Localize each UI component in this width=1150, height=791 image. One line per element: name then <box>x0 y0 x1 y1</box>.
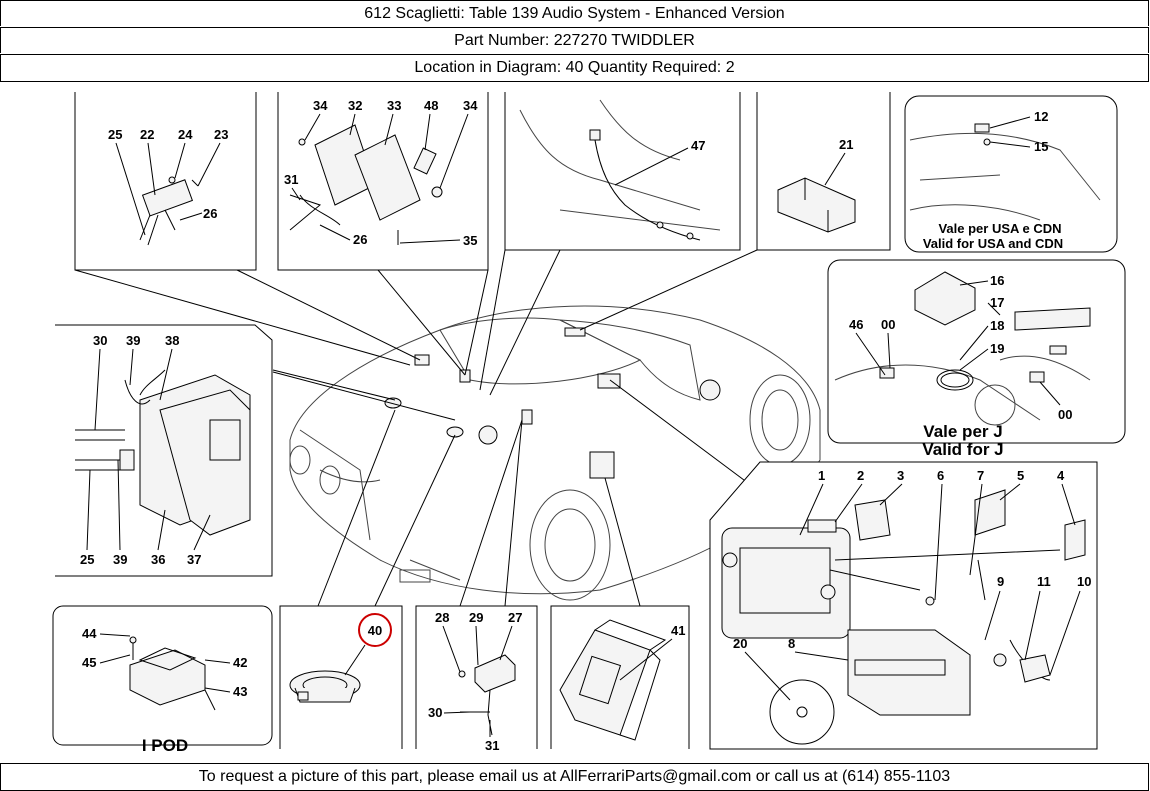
callout-25b: 25 <box>80 552 94 567</box>
panel-p2 <box>277 92 489 271</box>
diagram-location: Location in Diagram: 40 Quantity Require… <box>0 54 1149 82</box>
note-usa-en: Valid for USA and CDN <box>923 236 1063 251</box>
callout-33: 33 <box>387 98 401 113</box>
callout-34b: 34 <box>463 98 478 113</box>
panel-p8 <box>709 461 1098 750</box>
callout-21: 21 <box>839 137 853 152</box>
panel-p6 <box>827 259 1126 444</box>
part-number: Part Number: 227270 TWIDDLER <box>0 27 1149 53</box>
callout-18: 18 <box>990 318 1004 333</box>
car-illustration <box>289 305 821 601</box>
note-j-it: Vale per J <box>923 422 1002 441</box>
callout-labels: 25 22 24 23 26 34 32 33 48 34 31 26 35 4… <box>80 98 1091 755</box>
panel-p10 <box>279 605 403 749</box>
leader-lines <box>74 249 761 607</box>
footer-contact: To request a picture of this part, pleas… <box>0 763 1149 791</box>
callout-48: 48 <box>424 98 438 113</box>
callout-10: 10 <box>1077 574 1091 589</box>
callout-44: 44 <box>82 626 97 641</box>
callout-20: 20 <box>733 636 747 651</box>
diagram-title: 612 Scaglietti: Table 139 Audio System -… <box>0 0 1149 26</box>
callout-11: 11 <box>1037 574 1051 589</box>
callout-37: 37 <box>187 552 201 567</box>
callout-39: 39 <box>126 333 140 348</box>
callout-2: 2 <box>857 468 864 483</box>
callout-39b: 39 <box>113 552 127 567</box>
panel-p9 <box>52 605 273 746</box>
callout-26: 26 <box>203 206 217 221</box>
note-j-en: Valid for J <box>922 440 1003 459</box>
callout-25: 25 <box>108 127 122 142</box>
callout-00: 00 <box>881 317 895 332</box>
panel-p12 <box>550 605 690 749</box>
callout-23: 23 <box>214 127 228 142</box>
parts-diagram: 25 22 24 23 26 34 32 33 48 34 31 26 35 4… <box>52 92 1126 755</box>
panel-p3 <box>504 92 741 251</box>
callout-26b: 26 <box>353 232 367 247</box>
callout-46: 46 <box>849 317 863 332</box>
panel-p1 <box>74 92 257 271</box>
callout-36: 36 <box>151 552 165 567</box>
callout-22: 22 <box>140 127 154 142</box>
callout-42: 42 <box>233 655 247 670</box>
highlight-ring <box>358 613 392 647</box>
callout-28: 28 <box>435 610 449 625</box>
callout-29: 29 <box>469 610 483 625</box>
callout-24: 24 <box>178 127 193 142</box>
callout-30b: 30 <box>428 705 442 720</box>
panel-p5 <box>904 95 1118 253</box>
callout-30: 30 <box>93 333 107 348</box>
callout-16: 16 <box>990 273 1004 288</box>
callout-1: 1 <box>818 468 825 483</box>
callout-15: 15 <box>1034 139 1048 154</box>
callout-4: 4 <box>1057 468 1065 483</box>
callout-leaders <box>86 113 1081 737</box>
note-ipod: I POD <box>142 736 188 755</box>
callout-12: 12 <box>1034 109 1048 124</box>
callout-35: 35 <box>463 233 477 248</box>
callout-47: 47 <box>691 138 705 153</box>
callout-31: 31 <box>284 172 298 187</box>
callout-40-highlighted: 40 <box>368 623 382 638</box>
callout-19: 19 <box>990 341 1004 356</box>
callout-5: 5 <box>1017 468 1024 483</box>
callout-38: 38 <box>165 333 179 348</box>
note-usa-it: Vale per USA e CDN <box>938 221 1061 236</box>
callout-8: 8 <box>788 636 795 651</box>
callout-32: 32 <box>348 98 362 113</box>
callout-27: 27 <box>508 610 522 625</box>
callout-41: 41 <box>671 623 685 638</box>
callout-9: 9 <box>997 574 1004 589</box>
callout-00b: 00 <box>1058 407 1072 422</box>
callout-45: 45 <box>82 655 96 670</box>
callout-3: 3 <box>897 468 904 483</box>
callout-17: 17 <box>990 295 1004 310</box>
callout-31b: 31 <box>485 738 499 753</box>
callout-34: 34 <box>313 98 328 113</box>
callout-43: 43 <box>233 684 247 699</box>
callout-7: 7 <box>977 468 984 483</box>
callout-6: 6 <box>937 468 944 483</box>
panel-p4 <box>756 92 891 251</box>
panel-p7 <box>55 324 273 577</box>
